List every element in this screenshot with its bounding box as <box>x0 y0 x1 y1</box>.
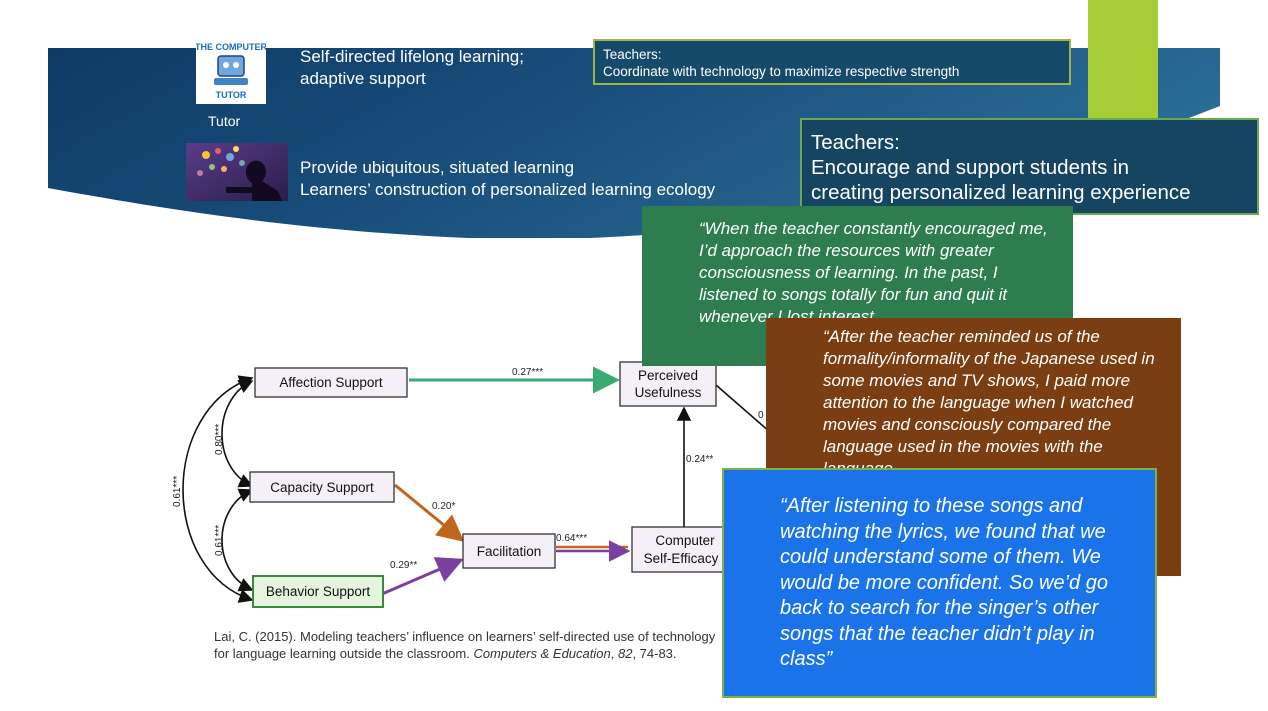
coef-behavior-fac: 0.29** <box>390 560 417 571</box>
quote-box-encouraged: “When the teacher constantly encouraged … <box>642 206 1073 366</box>
accent-bar <box>1088 0 1158 118</box>
banner-text-lifelong: Self-directed lifelong learning; adaptiv… <box>300 47 524 88</box>
node-capacity-support: Capacity Support <box>249 471 395 503</box>
svg-text:Self-Efficacy: Self-Efficacy <box>644 551 719 566</box>
path-pu-right <box>715 384 771 433</box>
citation: Lai, C. (2015). Modeling teachers’ influ… <box>214 629 716 661</box>
svg-text:Affection Support: Affection Support <box>279 375 383 390</box>
arc-affection-capacity <box>221 380 254 488</box>
quote-box-songs: “After listening to these songs and watc… <box>722 468 1157 698</box>
arc-affection-behavior <box>182 375 254 603</box>
svg-text:Facilitation: Facilitation <box>477 544 542 559</box>
node-behavior-support: Behavior Support <box>252 575 384 608</box>
arc-capacity-behavior <box>221 488 254 592</box>
coef-aff-beh: 0.61*** <box>172 476 183 507</box>
logo-text-top: THE COMPUTER <box>196 42 266 52</box>
node-facilitation: Facilitation <box>462 533 556 569</box>
coef-aff-cap: 0.80*** <box>214 424 225 455</box>
teacher-coordinate-box: Teachers: Coordinate with technology to … <box>593 39 1071 85</box>
path-behavior-fac <box>381 557 464 596</box>
node-computer-self-efficacy: Computer Self-Efficacy <box>631 526 731 573</box>
svg-text:Behavior Support: Behavior Support <box>266 584 371 599</box>
coef-cap-beh: 0.61*** <box>214 525 225 556</box>
banner-text-ubiquitous: Provide ubiquitous, situated learning Le… <box>300 158 716 199</box>
coef-fac-cse: 0.64*** <box>556 533 587 544</box>
computer-tutor-logo: THE COMPUTER TUTOR <box>196 38 266 104</box>
svg-text:Usefulness: Usefulness <box>635 385 702 400</box>
logo-text-bottom: TUTOR <box>216 90 247 100</box>
path-diagram: 0.27*** 0.20* 0.29** 0.64*** 0.24** 0 0.… <box>172 361 771 608</box>
node-perceived-usefulness: Perceived Usefulness <box>619 361 717 407</box>
teacher-encourage-box: Teachers: Encourage and support students… <box>800 118 1259 215</box>
coef-cse-pu: 0.24** <box>686 454 713 465</box>
coef-pu-right: 0 <box>758 410 764 421</box>
social-media-image <box>186 143 288 201</box>
svg-text:Computer: Computer <box>655 533 715 548</box>
coef-capacity-fac: 0.20* <box>432 501 455 512</box>
tutor-label: Tutor <box>208 113 241 129</box>
node-affection-support: Affection Support <box>254 367 408 398</box>
svg-text:Capacity Support: Capacity Support <box>270 480 374 495</box>
path-capacity-fac <box>394 483 465 542</box>
coef-affection-pu: 0.27*** <box>512 367 543 378</box>
svg-text:Perceived: Perceived <box>638 368 698 383</box>
